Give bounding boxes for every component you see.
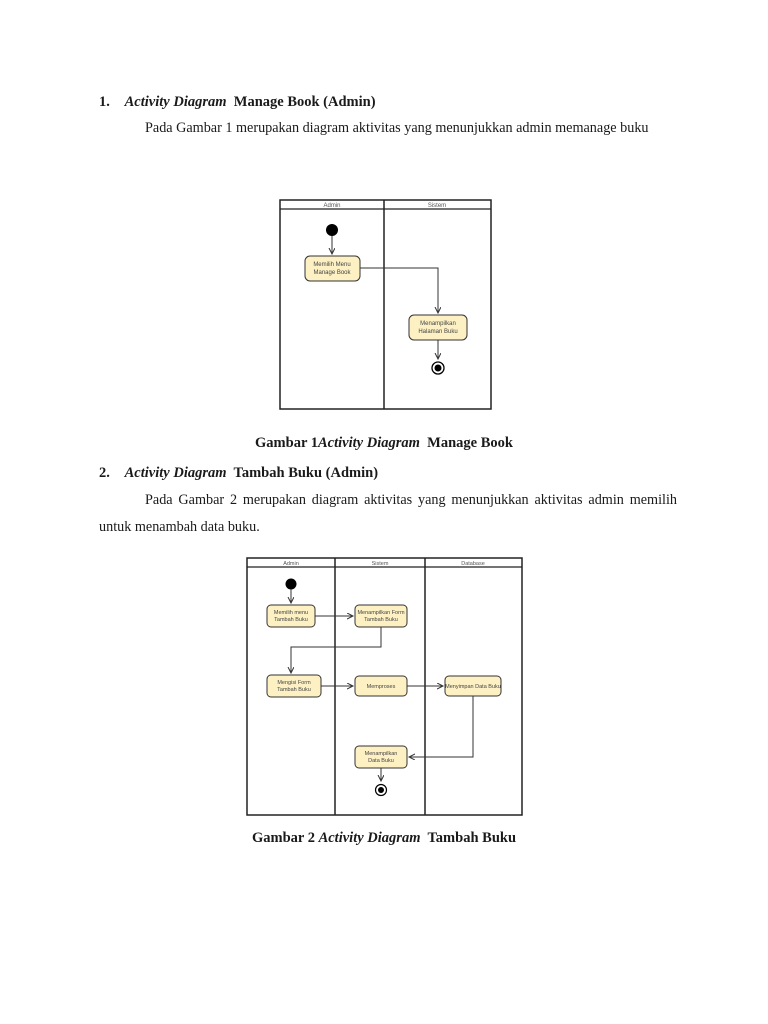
activity-s2: Memproses: [367, 684, 396, 690]
activity-2-line-1: Menampilkan: [420, 321, 456, 327]
activity-s1-line-1: Menampilkan Form: [357, 610, 404, 616]
activity-menampilkan-data-buku: [354, 745, 408, 769]
section-1-title-rest: Manage Book (Admin): [233, 94, 376, 110]
figure-2-caption-rest: Tambah Buku: [427, 830, 517, 846]
activity-menampilkan-halaman-buku: [408, 314, 468, 341]
section-2-number: 2.: [99, 465, 110, 481]
figure-2-caption: Gambar 2 Activity Diagram Tambah Buku: [0, 830, 768, 847]
lane-database-label: Database: [461, 561, 485, 567]
activity-a2-line-2: Tambah Buku: [277, 687, 311, 693]
activity-1-line-2: Manage Book: [313, 270, 351, 276]
start-node: [285, 578, 297, 590]
figure-2-activity-diagram: Admin Sistem Database Memilih menu Tamba…: [246, 557, 523, 816]
section-1-paragraph: Pada Gambar 1 merupakan diagram aktivita…: [99, 115, 677, 142]
section-2-paragraph: Pada Gambar 2 merupakan diagram aktivita…: [99, 487, 677, 541]
figure-1-caption: Gambar 1Activity Diagram Manage Book: [0, 435, 768, 452]
section-2-title-italic: Activity Diagram: [124, 465, 227, 481]
start-node: [326, 224, 338, 236]
activity-d1: Menyimpan Data Buku: [445, 684, 501, 690]
activity-memilih-menu-manage-book: [304, 255, 361, 282]
activity-a1-line-1: Memilih menu: [274, 610, 308, 616]
figure-2-caption-italic: Activity Diagram: [318, 830, 421, 846]
figure-1-caption-italic: Activity Diagram: [318, 435, 420, 451]
lane-sistem-label: Sistem: [372, 561, 389, 567]
activity-memilih-menu-tambah-buku: [266, 604, 316, 628]
activity-a2-line-1: Mengisi Form: [277, 680, 311, 686]
lane-admin-label: Admin: [283, 561, 299, 567]
section-1-paragraph-text: Pada Gambar 1 merupakan diagram aktivita…: [145, 120, 649, 136]
activity-2-line-2: Halaman Buku: [418, 329, 457, 335]
section-1-number: 1.: [99, 94, 110, 110]
section-2-paragraph-text: Pada Gambar 2 merupakan diagram aktivita…: [99, 492, 677, 535]
section-1-title-italic: Activity Diagram: [124, 94, 227, 110]
activity-s1-line-2: Tambah Buku: [364, 617, 398, 623]
activity-1-line-1: Memilih Menu: [313, 262, 350, 268]
figure-2-caption-prefix: Gambar 2: [251, 830, 315, 846]
activity-mengisi-form-tambah-buku: [266, 674, 322, 698]
activity-menampilkan-form-tambah-buku: [354, 604, 408, 628]
activity-s3-line-1: Menampilkan: [365, 751, 398, 757]
figure-1-activity-diagram: Admin Sistem Memilih Menu Manage Book Me…: [279, 199, 492, 410]
section-1-heading: 1. Activity Diagram Manage Book (Admin): [99, 94, 376, 111]
section-2-heading: 2. Activity Diagram Tambah Buku (Admin): [99, 465, 378, 482]
figure-1-caption-prefix: Gambar 1: [255, 435, 319, 451]
lane-admin-label: Admin: [323, 203, 340, 209]
activity-s3-line-2: Data Buku: [368, 758, 394, 764]
activity-a1-line-2: Tambah Buku: [274, 617, 308, 623]
figure-1-caption-rest: Manage Book: [427, 435, 513, 451]
diagram-frame: [279, 199, 492, 410]
section-2-title-rest: Tambah Buku (Admin): [233, 465, 379, 481]
lane-sistem-label: Sistem: [428, 203, 446, 209]
